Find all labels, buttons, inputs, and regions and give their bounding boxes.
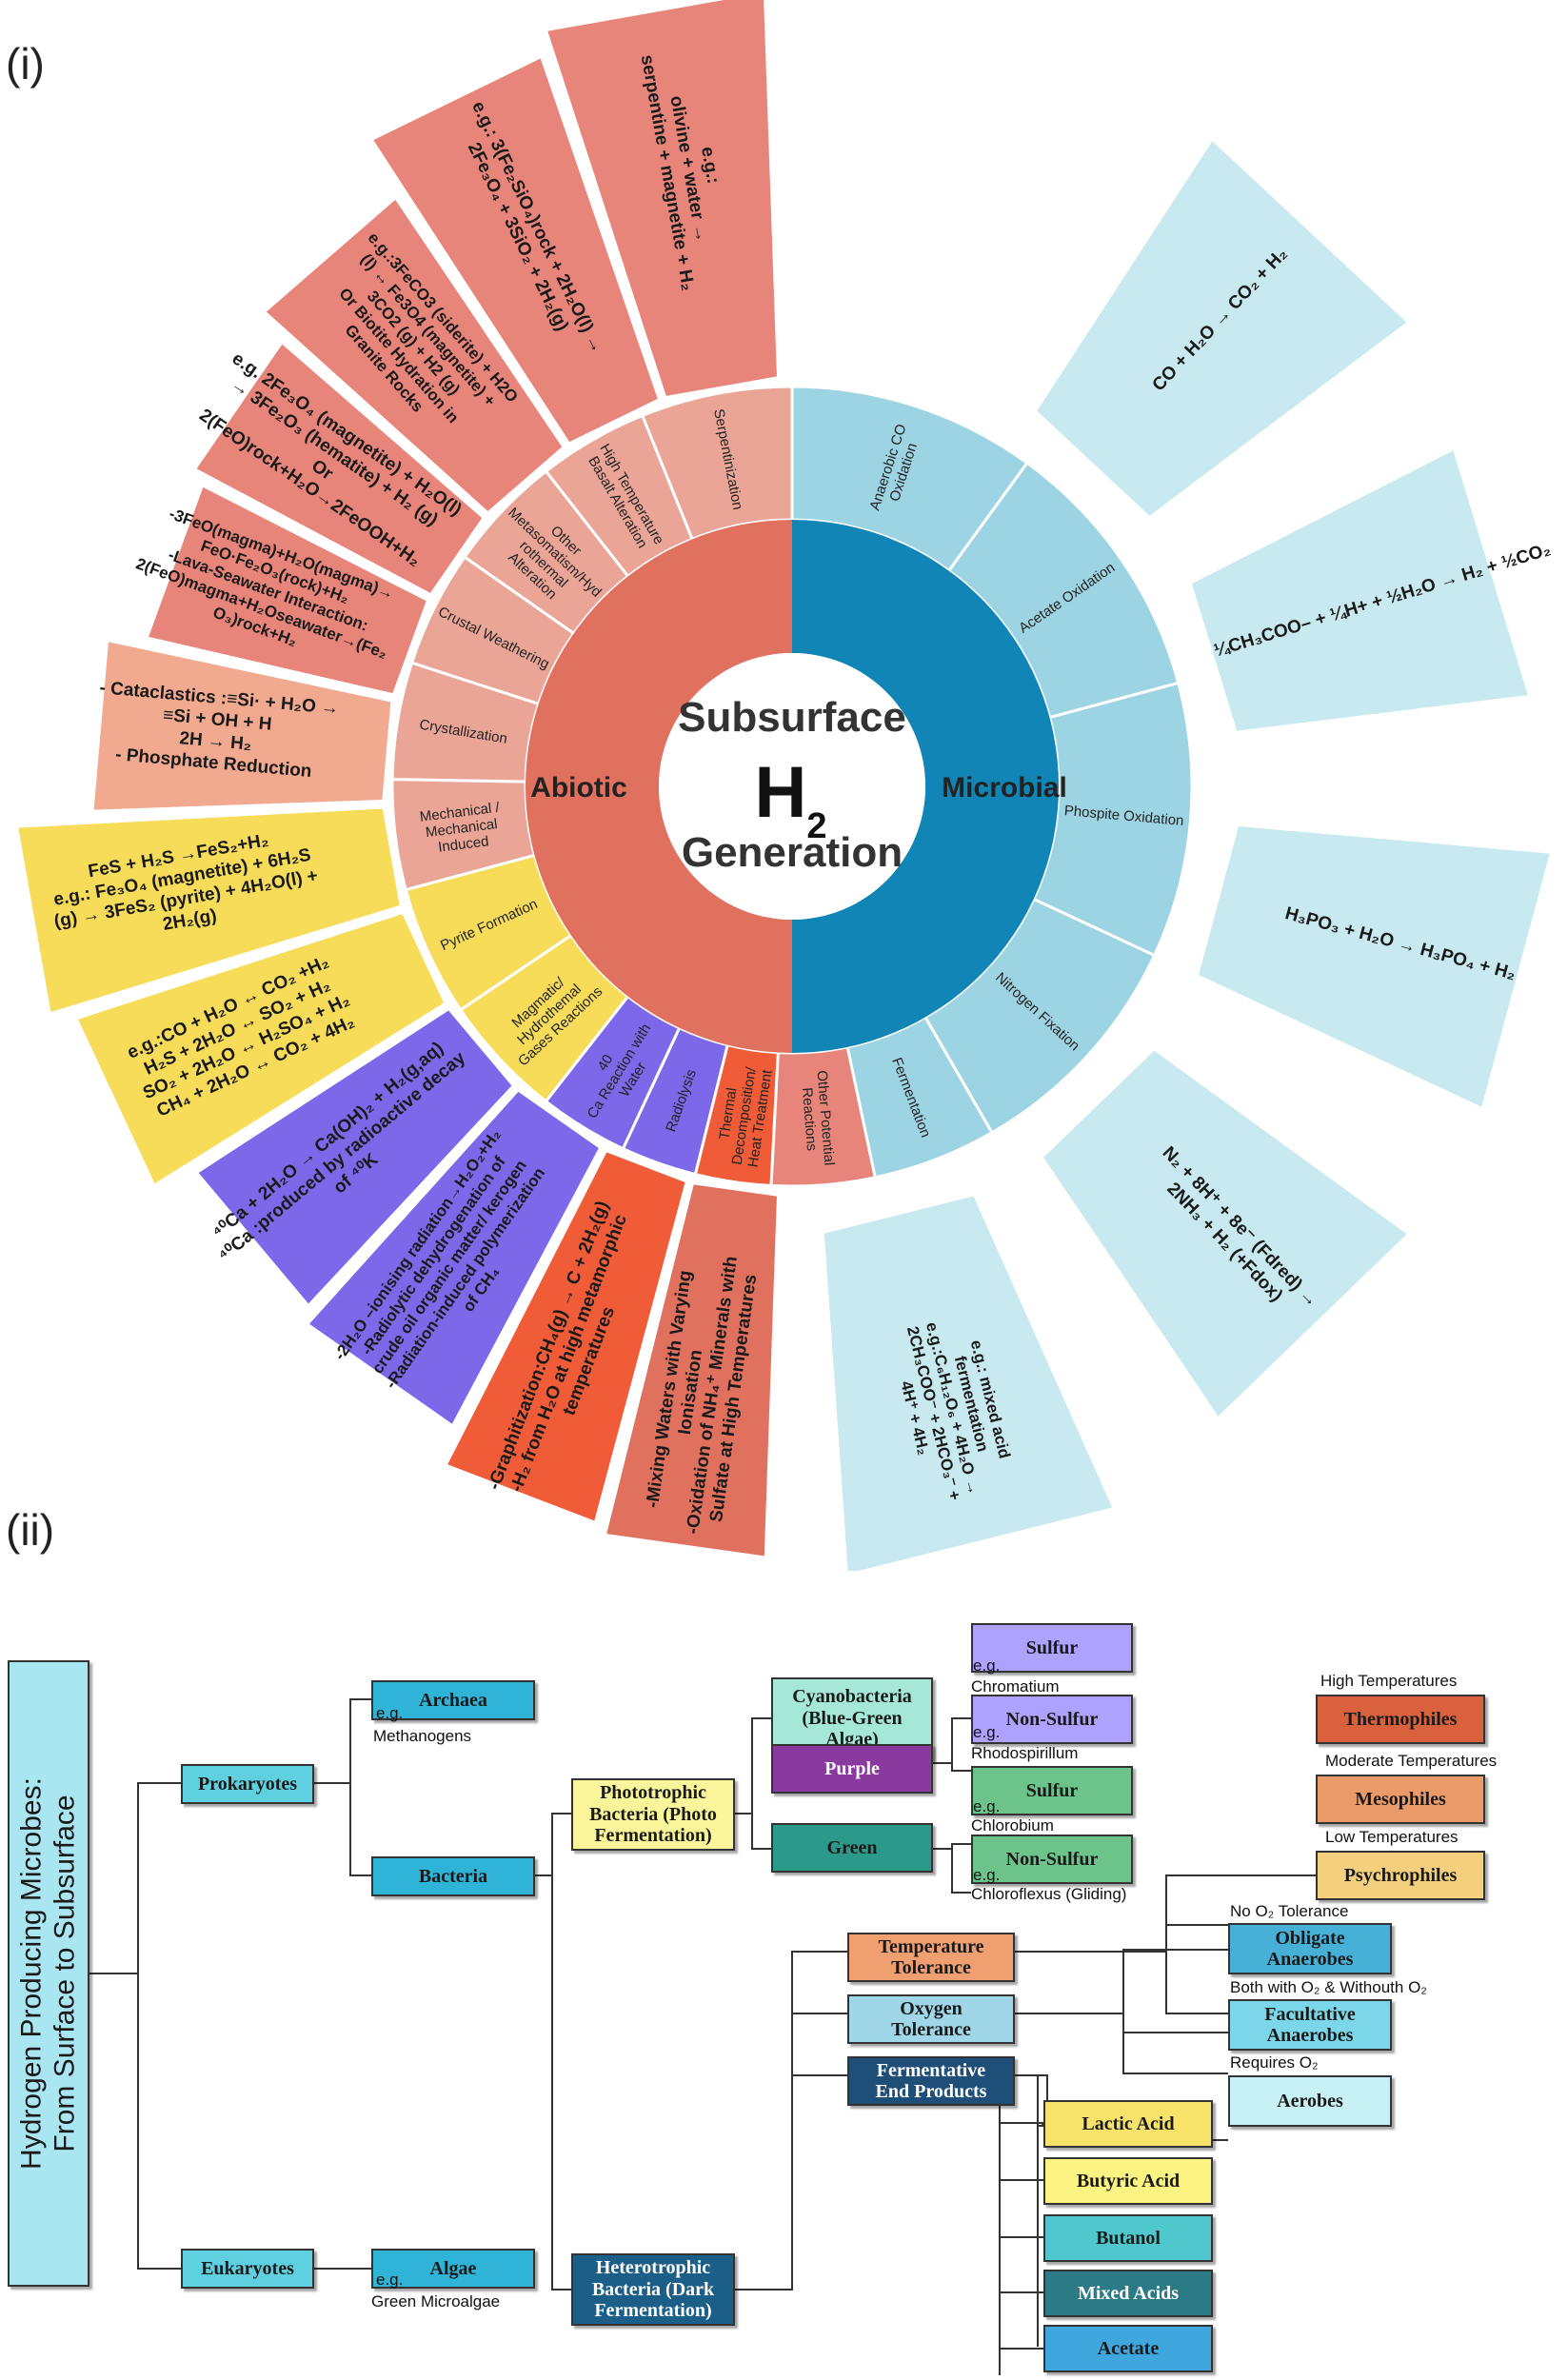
mid-ring-segment: Pyrite Formation bbox=[404, 853, 573, 1012]
purple-sulfur-eg: e.g. bbox=[973, 1656, 1001, 1675]
high-temp-label: High Temperatures bbox=[1320, 1672, 1458, 1690]
moderate-temp-label: Moderate Temperatures bbox=[1325, 1752, 1498, 1770]
fermentative-box: Fermentative End Products bbox=[847, 2056, 1015, 2106]
purple-sulfur-box: Sulfur bbox=[971, 1623, 1133, 1673]
eukaryotes-box: Eukaryotes bbox=[181, 2249, 314, 2289]
green-sulfur-box: Sulfur bbox=[971, 1766, 1133, 1815]
outer-ring-wedge: -Mixing Waters with VaryingIonisation-Ox… bbox=[604, 1182, 780, 1558]
chloroflexus-label: Chloroflexus (Gliding) bbox=[971, 1885, 1127, 1903]
outer-ring-wedge: CO + H₂O → CO₂ + H₂ bbox=[1034, 138, 1410, 519]
butyric-acid-box: Butyric Acid bbox=[1043, 2157, 1213, 2205]
chlorobium-label: Chlorobium bbox=[971, 1816, 1054, 1835]
outer-ring-wedge: FeS + H₂S →FeS₂+H₂e.g.: Fe₃O₄ (magnetite… bbox=[15, 806, 402, 1015]
both-o2-label: Both with O₂ & Withouth O₂ bbox=[1230, 1978, 1427, 1996]
outer-ring: e.g.:olivine + water →serpentine + magne… bbox=[15, 0, 1553, 1571]
panel-label-ii: (ii) bbox=[6, 1505, 55, 1555]
purple-box: Purple bbox=[771, 1744, 933, 1794]
aerobes-box: Aerobes bbox=[1228, 2075, 1392, 2127]
outer-ring-wedge: ¼CH₃COO– + ¼H+ + ½H₂O → H₂ + ½CO₂ bbox=[1189, 447, 1553, 733]
mid-ring-label: Mechanical /MechanicalInduced bbox=[419, 800, 506, 858]
green-nonsulfur-eg: e.g. bbox=[973, 1866, 1001, 1884]
prokaryotes-box: Prokaryotes bbox=[181, 1764, 314, 1804]
butanol-box: Butanol bbox=[1043, 2214, 1213, 2262]
green-microalgae-label: Green Microalgae bbox=[371, 2292, 501, 2311]
chromatium-label: Chromatium bbox=[971, 1677, 1060, 1696]
outer-ring-wedge: e.g.: mixed acidfermentatione.g.:C₆H₁₂O₆… bbox=[822, 1194, 1115, 1571]
algae-box: Algae bbox=[371, 2249, 535, 2289]
microbial-label: Microbial bbox=[942, 772, 1067, 803]
bacteria-box: Bacteria bbox=[371, 1856, 535, 1896]
mid-ring-segment: Mechanical /MechanicalInduced bbox=[390, 778, 537, 892]
lactic-acid-box: Lactic Acid bbox=[1043, 2100, 1213, 2148]
oxygen-tolerance-box: Oxygen Tolerance bbox=[847, 1994, 1015, 2044]
archaea-box: Archaea bbox=[371, 1680, 535, 1720]
panel-label-i: (i) bbox=[6, 39, 45, 89]
thermophiles-box: Thermophiles bbox=[1316, 1695, 1485, 1744]
mid-ring-segment: Magmatic/HydrothemalGases Reactions bbox=[458, 933, 630, 1104]
microbe-tree: Hydrogen Producing Microbes: From Surfac… bbox=[0, 1495, 1568, 2380]
outer-ring-wedge: - Cataclastics :≡Si· + H₂O →≡Si + OH + H… bbox=[91, 639, 393, 812]
center-title-line1: Subsurface bbox=[678, 694, 906, 741]
requires-o2-label: Requires O₂ bbox=[1230, 2053, 1319, 2072]
mid-ring-segment: Nitrogen Fixation bbox=[923, 897, 1157, 1135]
temperature-tolerance-box: Temperature Tolerance bbox=[847, 1933, 1015, 1982]
center-title-line3: Generation bbox=[682, 829, 903, 876]
rhodospirillum-label: Rhodospirillum bbox=[971, 1744, 1079, 1762]
outer-ring-wedge: H₃PO₃ + H₂O → H₃PO₄ + H₂ bbox=[1196, 823, 1553, 1110]
green-sulfur-eg: e.g. bbox=[973, 1797, 1001, 1815]
mid-ring-segment: Serpentinization bbox=[640, 385, 794, 542]
phototrophic-box: Phototrophic Bacteria (Photo Fermentatio… bbox=[571, 1778, 735, 1851]
mid-ring-segment: Anaerobic COOxidation bbox=[790, 385, 1029, 573]
low-temp-label: Low Temperatures bbox=[1325, 1828, 1459, 1846]
heterotrophic-box: Heterotrophic Bacteria (Dark Fermentatio… bbox=[571, 2253, 735, 2326]
center-title-h: H bbox=[755, 752, 807, 833]
sunburst-diagram: e.g.:olivine + water →serpentine + magne… bbox=[15, 0, 1553, 1571]
mid-ring-segment: Crustal Weathering bbox=[409, 555, 576, 706]
acetate-box: Acetate bbox=[1043, 2325, 1213, 2372]
tree-title-box: Hydrogen Producing Microbes: From Surfac… bbox=[8, 1660, 89, 2287]
algae-eg: e.g. bbox=[376, 2271, 404, 2289]
abiotic-label: Abiotic bbox=[530, 772, 627, 803]
outer-ring-wedge: e.g.:olivine + water →serpentine + magne… bbox=[545, 0, 780, 399]
green-box: Green bbox=[771, 1823, 933, 1873]
center-title-sub: 2 bbox=[806, 806, 826, 846]
mesophiles-box: Mesophiles bbox=[1316, 1775, 1485, 1824]
purple-nonsulfur-eg: e.g. bbox=[973, 1723, 1001, 1741]
archaea-eg: e.g. bbox=[376, 1704, 404, 1722]
tree-title: Hydrogen Producing Microbes: From Surfac… bbox=[15, 1777, 81, 2170]
outer-ring-wedge: N₂ + 8H⁺ + 8e⁻ (Fdred) →2NH₃ + H₂ (+Fdox… bbox=[1041, 1047, 1410, 1419]
mid-ring-segment: High TemperatureBasalt Alteration bbox=[544, 413, 695, 579]
tree-connectors bbox=[89, 1698, 1316, 2375]
center-group: Subsurface H 2 Generation Abiotic Microb… bbox=[530, 653, 1067, 920]
psychrophiles-box: Psychrophiles bbox=[1316, 1851, 1485, 1900]
methanogens-label: Methanogens bbox=[373, 1727, 472, 1745]
obligate-anaerobes-box: Obligate Anaerobes bbox=[1228, 1923, 1392, 1974]
mid-ring-segment: ThermalDecomposition/Heat Treatment bbox=[693, 1042, 780, 1187]
facultative-anaerobes-box: Facultative Anaerobes bbox=[1228, 1999, 1392, 2051]
no-o2-label: No O₂ Tolerance bbox=[1230, 1902, 1349, 1920]
center-hole bbox=[659, 653, 925, 920]
purple-nonsulfur-box: Non-Sulfur bbox=[971, 1695, 1133, 1744]
green-nonsulfur-box: Non-Sulfur bbox=[971, 1835, 1133, 1884]
mixed-acids-box: Mixed Acids bbox=[1043, 2270, 1213, 2317]
